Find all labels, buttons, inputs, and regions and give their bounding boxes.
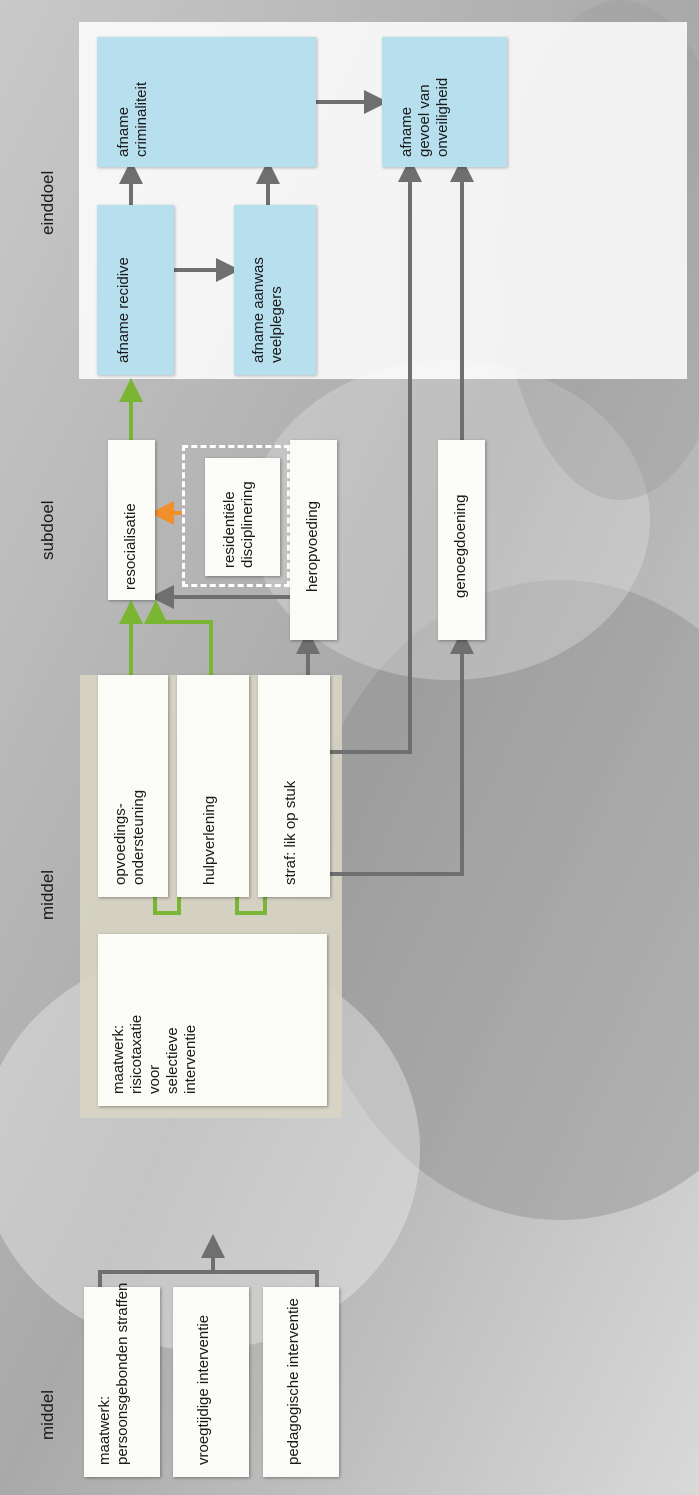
connector-green-3: [153, 897, 181, 915]
box-resocialisatie: resocialisatie: [108, 440, 155, 600]
label-risicotaxatie: maatwerk: risicotaxatie voor selectieve …: [110, 1014, 199, 1094]
label-persoonsgebonden-straffen: maatwerk: persoonsgebonden straffen: [96, 1282, 131, 1465]
connector-gray-4: [330, 630, 474, 876]
header-einddoel: einddoel: [38, 170, 57, 235]
connector-green-2: [144, 600, 213, 675]
label-pedagogische-interventie: pedagogische interventie: [285, 1298, 302, 1465]
label-afname-criminaliteit: afname criminaliteit: [115, 81, 150, 157]
box-genoegdoening: genoegdoening: [438, 440, 485, 640]
connector-gray-3: [330, 158, 422, 754]
box-pedagogische-interventie: pedagogische interventie: [263, 1287, 339, 1477]
box-afname-gevoel-onveiligheid: afname gevoel van onveiligheid: [382, 37, 507, 167]
header-middel: middel: [38, 869, 57, 920]
label-residentiele-disciplinering: residentiële disciplinering: [221, 481, 256, 568]
connector-bracket: [98, 1246, 319, 1287]
box-afname-recidive: afname recidive: [97, 205, 174, 375]
box-persoonsgebonden-straffen: maatwerk: persoonsgebonden straffen: [84, 1283, 160, 1477]
label-afname-recidive: afname recidive: [115, 257, 132, 363]
box-straf-lik-op-stuk: straf: lik op stuk: [258, 675, 330, 897]
label-opvoedingsondersteuning: opvoedings- ondersteuning: [112, 789, 147, 885]
label-resocialisatie: resocialisatie: [122, 503, 139, 590]
label-afname-aanwas-veelplegers: afname aanwas veelplegers: [250, 257, 285, 363]
label-straf-lik-op-stuk: straf: lik op stuk: [282, 780, 299, 885]
box-opvoedingsondersteuning: opvoedings- ondersteuning: [98, 675, 168, 897]
box-risicotaxatie: maatwerk: risicotaxatie voor selectieve …: [98, 934, 327, 1106]
box-afname-aanwas-veelplegers: afname aanwas veelplegers: [234, 205, 316, 375]
box-residentiele-disciplinering: residentiële disciplinering: [205, 458, 280, 576]
header-middel-left: middel: [38, 1389, 57, 1440]
label-afname-gevoel-onveiligheid: afname gevoel van onveiligheid: [398, 77, 451, 157]
box-hulpverlening: hulpverlening: [177, 675, 249, 897]
connector-green-4: [235, 897, 267, 915]
label-genoegdoening: genoegdoening: [452, 494, 469, 598]
box-vroegtijdige-interventie: vroegtijdige interventie: [173, 1287, 249, 1477]
box-heropvoeding: heropvoeding: [290, 440, 337, 640]
box-afname-criminaliteit: afname criminaliteit: [97, 37, 316, 167]
header-subdoel: subdoel: [38, 500, 57, 560]
label-hulpverlening: hulpverlening: [201, 795, 218, 885]
label-vroegtijdige-interventie: vroegtijdige interventie: [195, 1314, 212, 1465]
box-residentiele-disciplinering-frame: [182, 445, 290, 587]
label-heropvoeding: heropvoeding: [304, 501, 321, 592]
